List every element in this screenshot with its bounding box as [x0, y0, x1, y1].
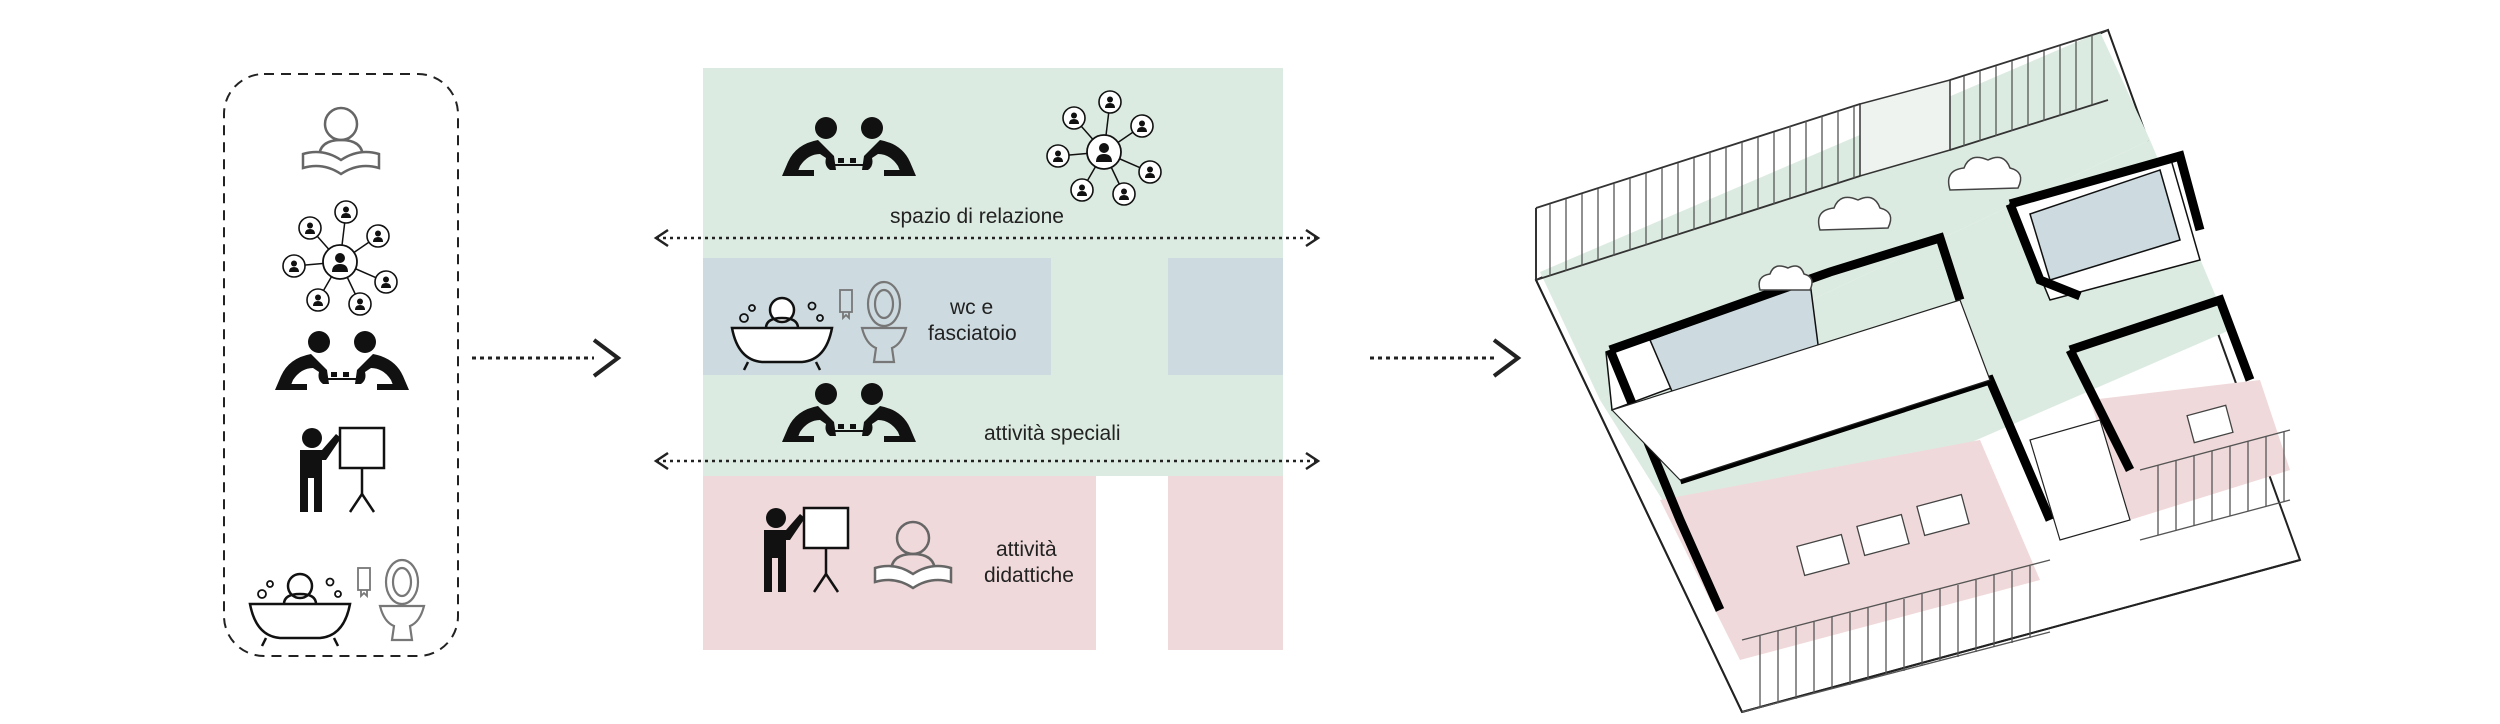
label-spazio-relazione: spazio di relazione	[890, 205, 1064, 228]
legend-box	[223, 73, 459, 657]
label-wc: wc e	[949, 296, 993, 319]
speciali-arrow-heads	[653, 451, 1321, 471]
zone-didattiche-right	[1168, 476, 1283, 650]
toilet-icon	[378, 558, 426, 642]
axonometric-plan	[1534, 28, 2302, 714]
label-attivita: attività	[996, 538, 1057, 561]
network-icon	[283, 201, 397, 315]
relazione-arrow-heads	[653, 228, 1321, 248]
baby-bath-icon	[248, 572, 352, 648]
diaper-icon	[357, 567, 371, 597]
label-fasciatoio: fasciatoio	[928, 322, 1017, 345]
teacher-board-icon	[298, 426, 386, 514]
label-didattiche: didattiche	[984, 564, 1074, 587]
label-attivita-speciali: attività speciali	[984, 422, 1121, 445]
flow-arrow-2-head	[1492, 338, 1522, 378]
reading-person-icon	[301, 106, 381, 176]
zone-wc-right	[1168, 258, 1283, 375]
children-playing-icon	[275, 331, 409, 390]
zone-didattiche	[703, 476, 1096, 650]
flow-arrow-1-head	[592, 338, 622, 378]
